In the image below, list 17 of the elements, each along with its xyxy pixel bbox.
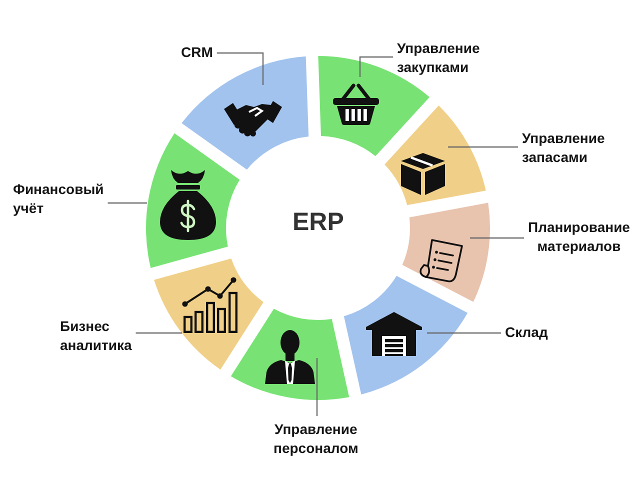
module-label: Управление закупками bbox=[397, 39, 480, 77]
module-label: Планирование материалов bbox=[528, 218, 630, 256]
module-label: Финансовый учёт bbox=[13, 180, 104, 218]
module-label: Склад bbox=[505, 323, 548, 342]
module-label: Управление запасами bbox=[522, 129, 605, 167]
module-label: CRM bbox=[181, 43, 213, 62]
leader-line bbox=[427, 332, 501, 334]
leader-line bbox=[470, 237, 524, 239]
leader-line bbox=[136, 332, 182, 334]
module-label: Бизнес аналитика bbox=[60, 317, 132, 355]
leader-line bbox=[359, 56, 393, 77]
leader-line bbox=[448, 146, 518, 148]
leader-line bbox=[316, 358, 318, 416]
module-label: Управление персоналом bbox=[274, 420, 358, 458]
center-title: ERP bbox=[292, 207, 344, 237]
ring-segment bbox=[402, 202, 490, 302]
leader-line bbox=[108, 202, 147, 204]
